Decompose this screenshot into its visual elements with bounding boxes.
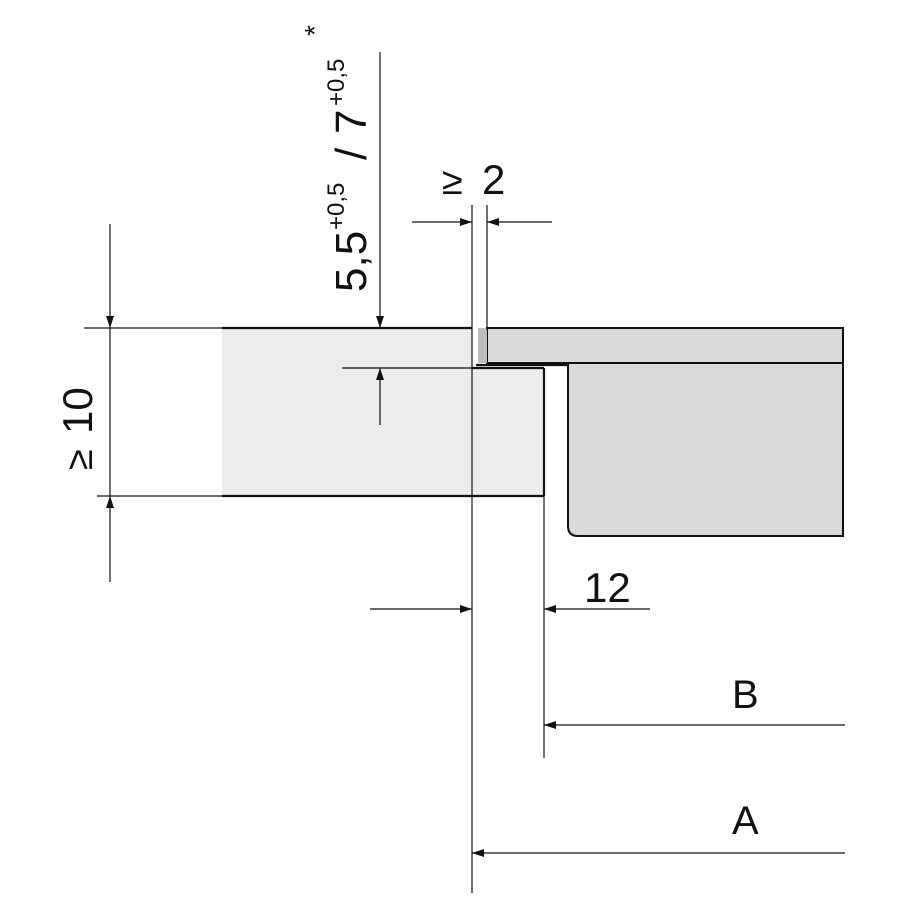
depth-alt-tolerance: +0,5: [323, 59, 350, 106]
depth-main-tolerance: +0,5: [323, 183, 350, 230]
dimension-b-label: B: [732, 673, 759, 717]
gap-value: 2: [482, 156, 505, 203]
dimension-a-label: A: [732, 799, 759, 843]
worktop-rebate-section: [472, 368, 544, 496]
depth-alt-value: 7: [327, 110, 376, 134]
hob-glass-plate: [486, 327, 844, 364]
hob-housing: [567, 362, 844, 537]
rebate-width-value: 12: [584, 564, 631, 611]
gap-symbol: ≥: [442, 161, 463, 203]
worktop-thickness-value: 10: [54, 387, 101, 434]
worktop-section: [222, 328, 472, 496]
depth-footnote-asterisk: *: [299, 25, 330, 36]
depth-separator: /: [327, 147, 376, 160]
depth-main-value: 5,5: [327, 231, 376, 292]
hob-plate-seal: [478, 328, 487, 363]
worktop-thickness-symbol: ≥: [59, 449, 101, 470]
